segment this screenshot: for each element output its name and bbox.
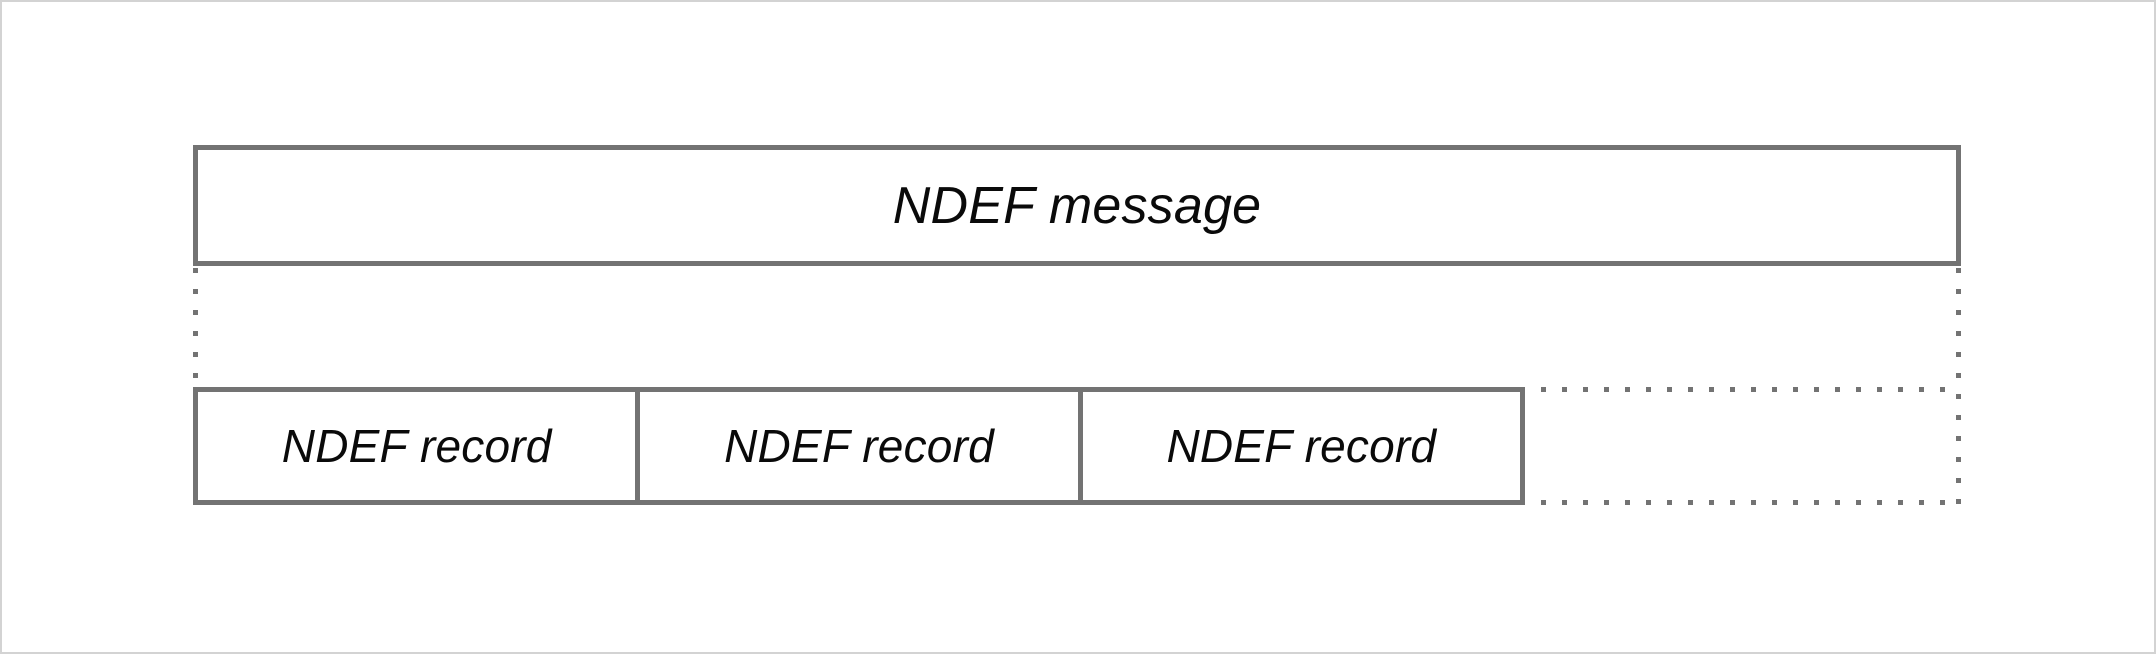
expansion-guide-right-dotted-line — [1956, 268, 1961, 505]
ndef-record-label: NDEF record — [1166, 420, 1437, 472]
ndef-record-box-2: NDEF record — [635, 387, 1078, 505]
ndef-record-label: NDEF record — [724, 420, 994, 472]
records-continuation-top-dotted-line — [1520, 387, 1961, 392]
ndef-record-box-3: NDEF record — [1077, 387, 1525, 505]
ndef-message-label: NDEF message — [892, 176, 1262, 235]
ndef-records-row: NDEF record NDEF record NDEF record — [193, 387, 1525, 505]
records-continuation-bottom-dotted-line — [1520, 500, 1961, 505]
expansion-guide-left-dotted-line — [193, 268, 198, 389]
ndef-record-label: NDEF record — [281, 420, 552, 472]
ndef-message-box: NDEF message — [193, 145, 1961, 266]
ndef-record-box-1: NDEF record — [193, 387, 636, 505]
